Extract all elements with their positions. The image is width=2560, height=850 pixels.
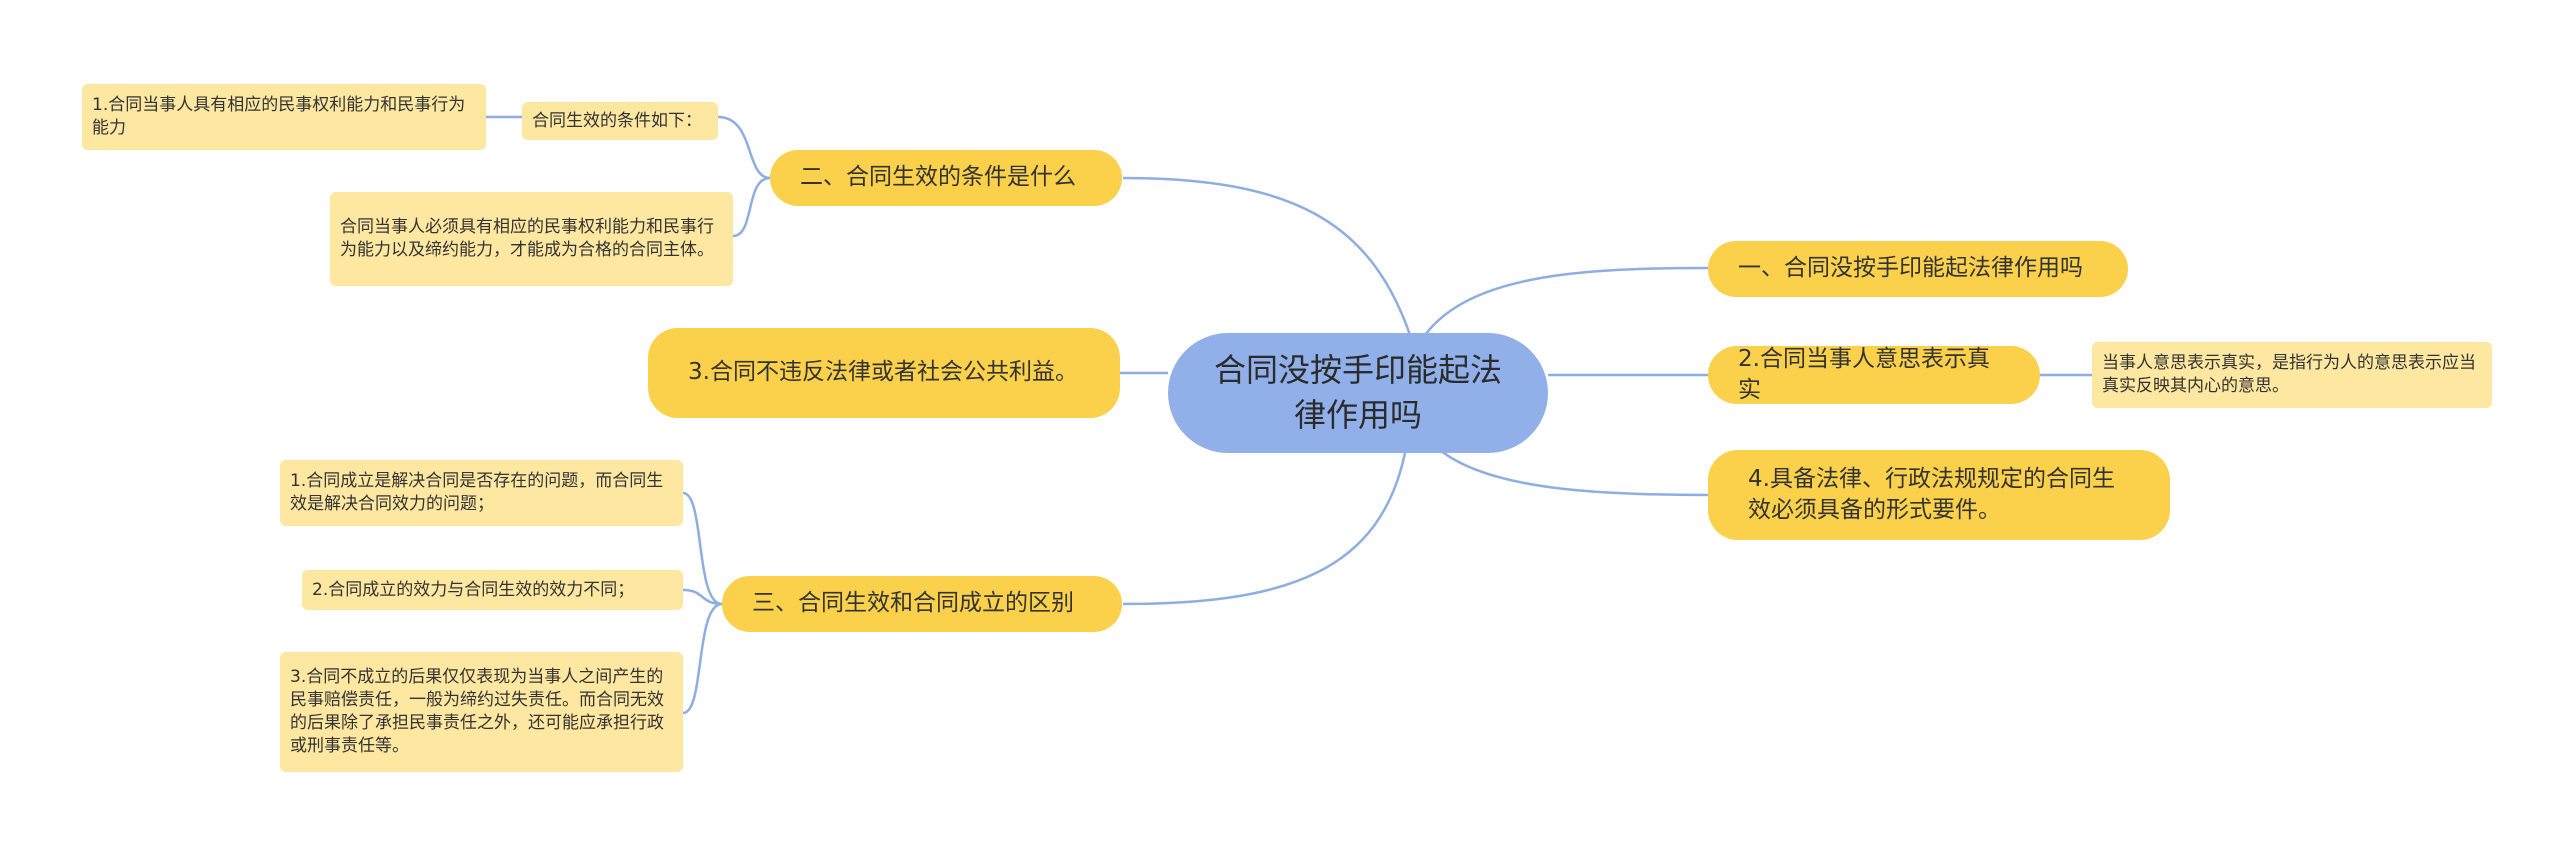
branch-right-2[interactable]: 2.合同当事人意思表示真实	[1708, 346, 2040, 404]
leaf-left-1-2[interactable]: 合同当事人必须具有相应的民事权利能力和民事行为能力以及缔约能力，才能成为合格的合…	[330, 192, 733, 286]
leaf-right-2-1[interactable]: 当事人意思表示真实，是指行为人的意思表示应当真实反映其内心的意思。	[2092, 342, 2492, 408]
link-left3-child3	[682, 602, 723, 715]
branch-left-2[interactable]: 3.合同不违反法律或者社会公共利益。	[648, 328, 1120, 418]
branch-right-1-label: 一、合同没按手印能起法律作用吗	[1738, 255, 2083, 282]
link-left1-child2	[732, 176, 771, 238]
leaf-left-1-2-label: 合同当事人必须具有相应的民事权利能力和民事行为能力以及缔约能力，才能成为合格的合…	[340, 217, 714, 260]
leaf-left-3-2[interactable]: 2.合同成立的效力与合同生效的效力不同；	[302, 570, 683, 610]
link-left3-child2	[682, 588, 723, 606]
branch-left-2-label: 3.合同不违反法律或者社会公共利益。	[688, 359, 1078, 386]
branch-right-3[interactable]: 4.具备法律、行政法规规定的合同生效必须具备的形式要件。	[1708, 450, 2170, 540]
branch-right-2-label: 2.合同当事人意思表示真实	[1738, 345, 1990, 403]
link-left3-child1	[682, 491, 723, 606]
leaf-left-3-3-label: 3.合同不成立的后果仅仅表现为当事人之间产生的民事赔偿责任，一般为缔约过失责任。…	[290, 667, 664, 756]
branch-left-1-label: 二、合同生效的条件是什么	[800, 164, 1076, 191]
link-center-left-3	[1122, 452, 1407, 606]
branch-right-1[interactable]: 一、合同没按手印能起法律作用吗	[1708, 241, 2128, 297]
leaf-right-2-1-label: 当事人意思表示真实，是指行为人的意思表示应当真实反映其内心的意思。	[2102, 353, 2476, 396]
leaf-left-3-3[interactable]: 3.合同不成立的后果仅仅表现为当事人之间产生的民事赔偿责任，一般为缔约过失责任。…	[280, 652, 683, 772]
central-topic-label: 合同没按手印能起法律作用吗	[1213, 351, 1502, 434]
leaf-left-1-1-1-label: 1.合同当事人具有相应的民事权利能力和民事行为能力	[92, 95, 466, 138]
branch-left-1[interactable]: 二、合同生效的条件是什么	[770, 150, 1122, 206]
link-left1-child1	[717, 115, 771, 180]
leaf-left-1-1-1[interactable]: 1.合同当事人具有相应的民事权利能力和民事行为能力	[82, 84, 486, 150]
leaf-left-3-2-label: 2.合同成立的效力与合同生效的效力不同；	[312, 579, 635, 600]
link-center-right-1	[1424, 266, 1709, 336]
central-topic[interactable]: 合同没按手印能起法律作用吗	[1168, 333, 1548, 453]
leaf-left-1-1-label: 合同生效的条件如下：	[532, 110, 702, 131]
branch-left-3[interactable]: 三、合同生效和合同成立的区别	[722, 576, 1122, 632]
leaf-left-3-1-label: 1.合同成立是解决合同是否存在的问题，而合同生效是解决合同效力的问题；	[290, 471, 664, 514]
link-center-right-3	[1439, 449, 1709, 497]
leaf-left-1-1[interactable]: 合同生效的条件如下：	[522, 102, 718, 140]
branch-left-3-label: 三、合同生效和合同成立的区别	[752, 590, 1074, 617]
leaf-left-3-1[interactable]: 1.合同成立是解决合同是否存在的问题，而合同生效是解决合同效力的问题；	[280, 460, 683, 526]
branch-right-3-label: 4.具备法律、行政法规规定的合同生效必须具备的形式要件。	[1748, 465, 2115, 523]
link-center-left-1	[1122, 176, 1412, 336]
